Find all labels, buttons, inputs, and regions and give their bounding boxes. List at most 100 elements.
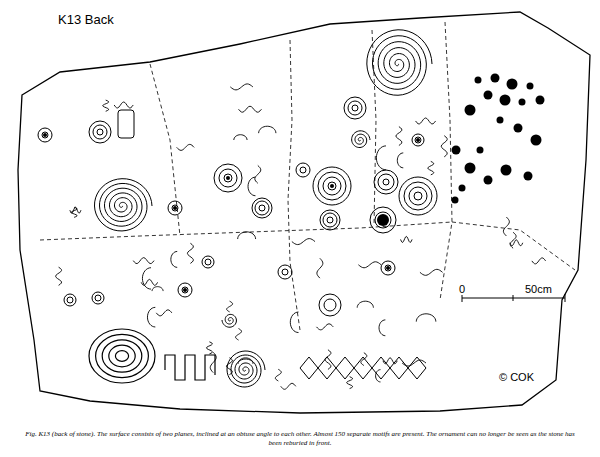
ring [282,269,288,275]
concentric-oval [115,351,128,362]
concentric-circles [202,256,214,268]
ring [67,297,73,303]
incised-motif [114,102,133,108]
cup-mark [475,77,482,84]
ring [97,129,103,135]
ring [205,259,211,265]
incised-motif [376,146,386,170]
ring [313,167,351,205]
incised-motif [292,239,315,245]
incised-motif [177,144,194,150]
spiral-motif [222,314,236,327]
incised-motif [290,312,298,333]
incised-motif [401,236,413,242]
incised-motif [379,320,385,336]
lozenge [336,357,354,379]
ring [42,132,48,138]
cup-mark [536,96,545,105]
lozenge [354,357,372,379]
cup-mark [507,79,518,90]
concentric-circles [313,167,351,205]
concentric-circles [178,283,192,297]
incised-motif [255,165,261,183]
ring [374,170,398,194]
lozenge [372,357,390,379]
incised-motif [133,258,154,264]
center-dot [173,206,177,210]
center-dot [43,133,47,137]
incised-motif [397,153,403,168]
cup-mark [501,165,512,176]
cup-mark [484,176,493,185]
cup-mark [465,163,476,174]
ring [324,299,336,311]
concentric-circles [64,294,76,306]
ring [224,174,232,182]
center-dot [377,214,389,226]
concentric-circles [370,207,396,233]
incised-motif [402,360,426,366]
ring [404,182,432,210]
incised-motif [142,268,151,289]
plane-division [40,22,575,330]
ring [38,128,52,142]
spiral-motif [227,351,265,387]
ring [381,261,395,275]
center-dot [183,288,187,292]
ring [319,294,341,316]
ring [214,164,242,192]
incised-motif [238,232,256,239]
cup-mark [514,124,523,133]
box-motif [118,110,134,138]
lozenge [300,357,318,379]
spiral-motif [95,179,153,231]
ring [89,121,111,143]
ring [415,137,421,143]
concentric-circles [92,292,104,304]
ring [278,265,292,279]
lozenge [408,357,426,379]
incised-motif [347,377,353,389]
scale-label: 50cm [523,283,554,295]
ring [344,97,366,119]
ring [178,283,192,297]
incised-motif [156,310,172,316]
ring [383,179,389,185]
ring [168,201,182,215]
ring [409,187,427,205]
incised-motif [171,251,177,267]
ring [399,177,437,215]
concentric-circles [412,134,424,146]
ring [375,212,391,228]
cup-mark [531,135,542,146]
cup-mark [519,99,526,106]
incised-motif [317,258,323,278]
incised-motif [230,84,253,90]
incised-motif [56,267,62,285]
concentric-circles [214,164,242,192]
spiral-motif [352,131,370,148]
lozenge [318,357,336,379]
ring [348,101,362,115]
incised-motif [325,350,331,370]
ring [327,217,333,223]
ring [328,182,336,190]
concentric-circles [168,201,182,215]
ring [219,169,237,187]
incised-motif [396,127,402,146]
incised-motif [147,307,155,327]
incised-motif [227,301,233,312]
concentric-oval [102,340,142,372]
incised-motif [316,324,333,330]
cup-mark [459,185,466,192]
incised-motif [428,161,434,174]
incised-motif [71,207,77,217]
ring [259,205,265,211]
incised-motif [281,383,296,389]
incised-motif [187,243,193,263]
incised-motif [376,370,381,382]
concentric-circles [278,265,292,279]
incised-motif [383,358,397,364]
center-dot [226,176,230,180]
copyright-mark: © COK [497,371,536,383]
